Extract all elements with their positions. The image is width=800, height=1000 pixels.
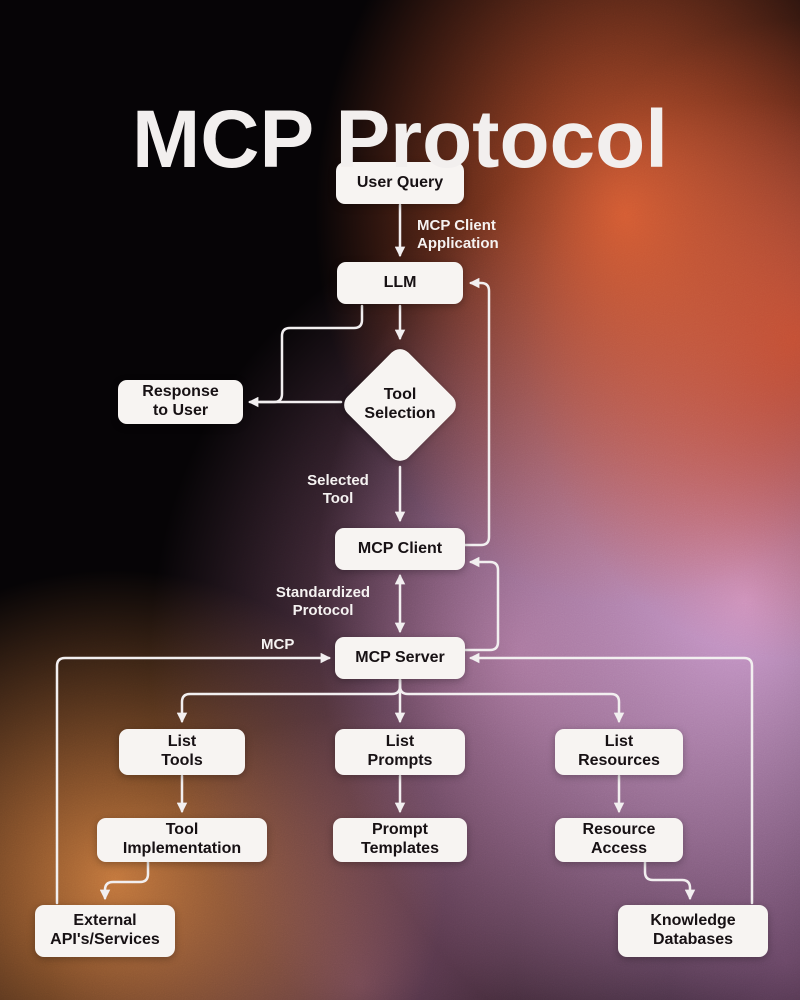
node-list-tools: List Tools — [119, 729, 245, 775]
edge-label-mcp: MCP — [261, 636, 295, 653]
edge-label-standardized-protocol: Standardized Protocol — [275, 584, 371, 619]
node-mcp-client: MCP Client — [335, 528, 465, 570]
edge-label-mcp-client-application: MCP Client Application — [417, 217, 499, 252]
node-prompt-templates: Prompt Templates — [333, 818, 467, 862]
node-knowledge-databases: Knowledge Databases — [618, 905, 768, 957]
edge-label-selected-tool: Selected Tool — [307, 472, 369, 507]
node-tool-implementation: Tool Implementation — [97, 818, 267, 862]
node-list-resources: List Resources — [555, 729, 683, 775]
node-external-apis-services: External API's/Services — [35, 905, 175, 957]
node-resource-access: Resource Access — [555, 818, 683, 862]
node-list-prompts: List Prompts — [335, 729, 465, 775]
page-title: MCP Protocol — [131, 93, 669, 185]
node-tool-selection-label: Tool Selection — [364, 386, 436, 422]
node-llm: LLM — [337, 262, 463, 304]
node-response-to-user: Response to User — [118, 380, 243, 424]
node-mcp-server: MCP Server — [335, 637, 465, 679]
